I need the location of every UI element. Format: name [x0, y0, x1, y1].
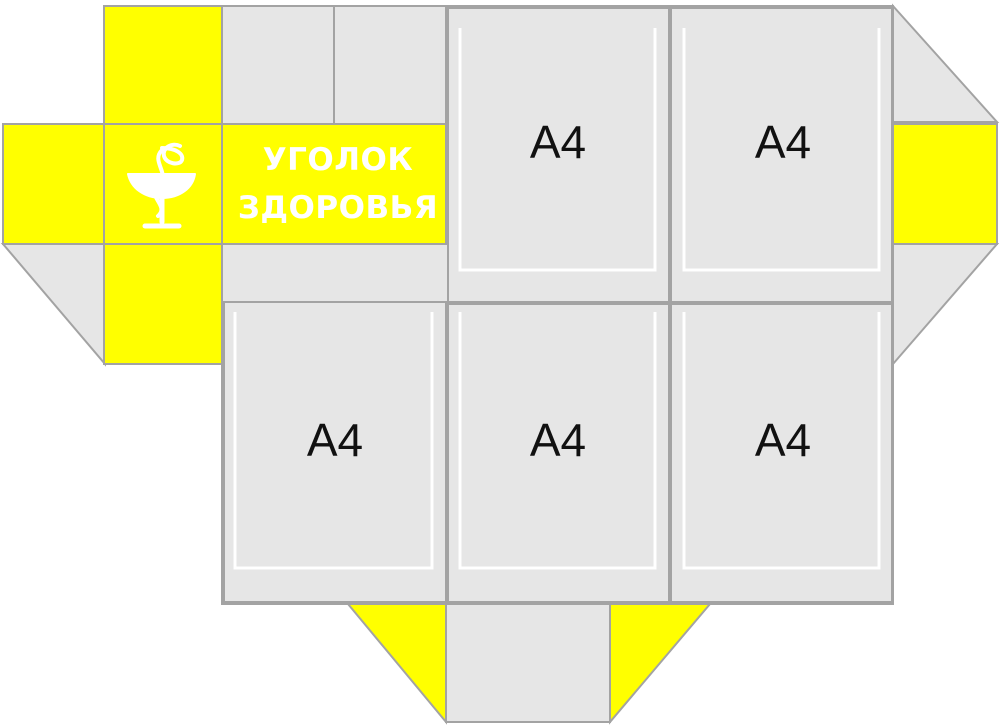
bottom-left-triangle — [345, 603, 447, 725]
pocket-1: A4 — [447, 7, 670, 303]
pocket-label: A4 — [755, 116, 811, 168]
pocket-label: A4 — [530, 116, 586, 168]
yellow-right-tab — [892, 123, 998, 245]
pocket-4: A4 — [447, 303, 670, 603]
yellow-strip-bottom — [103, 243, 223, 365]
bowl-of-hygieia-icon — [127, 142, 196, 229]
right-bottom-corner-panel — [892, 243, 1000, 367]
title-line-1: УГОЛОК — [263, 142, 413, 178]
title-plate — [221, 123, 447, 245]
pocket-5: A4 — [670, 303, 893, 603]
yellow-left-tab — [2, 123, 105, 245]
top-small-panel-2 — [333, 5, 447, 125]
pocket-2: A4 — [670, 7, 893, 303]
bottom-center-panel — [445, 603, 611, 723]
top-small-panel-1 — [221, 5, 335, 125]
title-line-2: ЗДОРОВЬЯ — [238, 190, 438, 226]
yellow-strip-top — [103, 5, 223, 125]
left-corner-panel — [0, 243, 106, 367]
pocket-label: A4 — [530, 414, 586, 466]
pocket-3: A4 — [223, 301, 447, 603]
pocket-label: A4 — [755, 414, 811, 466]
pocket-label: A4 — [307, 414, 363, 466]
right-top-corner-panel — [892, 3, 1000, 123]
bottom-right-triangle — [609, 603, 713, 725]
